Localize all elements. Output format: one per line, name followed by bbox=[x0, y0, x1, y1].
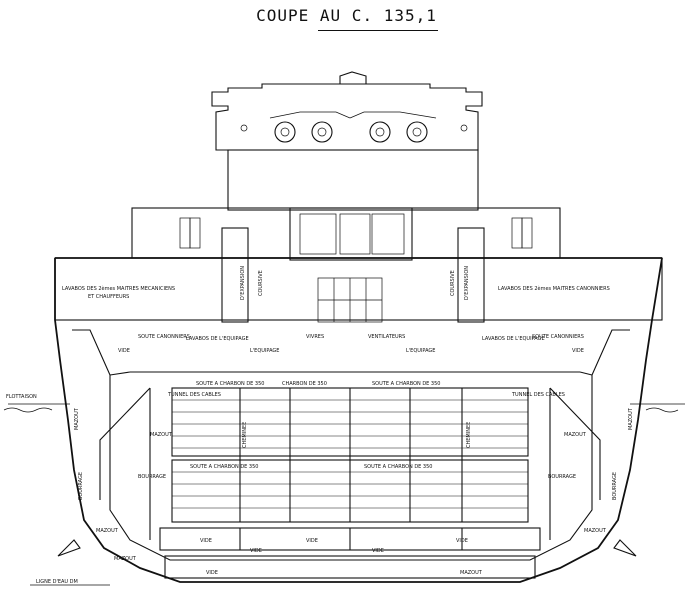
label-vide-upper-right: VIDE bbox=[572, 348, 584, 354]
label-soute-charbon-bottom-right: SOUTE A CHARBON DE 350 bbox=[364, 464, 432, 470]
label-charbon-350-top-mid: CHARBON DE 350 bbox=[282, 381, 327, 387]
label-vide-upper-left: VIDE bbox=[118, 348, 130, 354]
label-cuisine-left: L'EQUIPAGE bbox=[250, 348, 279, 354]
label-mazout-left: MAZOUT bbox=[150, 432, 173, 438]
label-lavabos-equipage-right: LAVABOS DE L'EQUIPAGE bbox=[482, 336, 545, 342]
label-cheminee-right: CHEMINEE bbox=[466, 422, 472, 448]
label-coursive-left: COURSIVE bbox=[258, 270, 264, 296]
bilge-keel-left bbox=[57, 539, 81, 557]
label-cheminee-left: CHEMINEE bbox=[242, 422, 248, 448]
label-lavabos-left: LAVABOS DES 2èmes MAITRES MECANICIENS bbox=[62, 285, 175, 292]
label-mazout-bottom-right: MAZOUT bbox=[584, 528, 607, 534]
label-soute-canonniers-left: SOUTE CANONNIERS bbox=[138, 334, 190, 340]
label-coursive-right: COURSIVE bbox=[450, 270, 456, 296]
label-mazout-keel-left: MAZOUT bbox=[114, 556, 137, 562]
label-soute-canonniers-right: SOUTE CANONNIERS bbox=[532, 334, 584, 340]
label-soute-charbon-bottom-left: SOUTE A CHARBON DE 350 bbox=[190, 464, 258, 470]
label-lavabos-right: LAVABOS DES 2èmes MAITRES CANONNIERS bbox=[498, 285, 610, 292]
label-vide-bottom-right: VIDE bbox=[206, 570, 218, 576]
label-ligne-eau: LIGNE D'EAU DM bbox=[36, 579, 78, 585]
label-bourrage-right: BOURRAGE bbox=[548, 474, 576, 480]
upper-turret bbox=[211, 71, 483, 151]
label-mazout-bottom-left: MAZOUT bbox=[96, 528, 119, 534]
label-cuisine-right: L'EQUIPAGE bbox=[406, 348, 435, 354]
label-mazout-right: MAZOUT bbox=[564, 432, 587, 438]
label-lavabos-equipage-left: LAVABOS DE L'EQUIPAGE bbox=[186, 336, 249, 342]
label-mazout-side-right: MAZOUT bbox=[628, 407, 634, 430]
coal-bunkers bbox=[159, 387, 541, 579]
label-bourrage-side-right: BOURRAGE bbox=[612, 472, 618, 500]
label-flottaison: FLOTTAISON bbox=[6, 394, 37, 400]
label-expansion-right: D'EXPANSION bbox=[464, 266, 470, 300]
flottaison-line bbox=[3, 403, 685, 413]
label-soute-charbon-top: SOUTE A CHARBON DE 350 bbox=[196, 381, 264, 387]
label-mazout-keel-right: MAZOUT bbox=[460, 570, 483, 576]
label-bourrage-left: BOURRAGE bbox=[138, 474, 166, 480]
bilge-keel-right bbox=[613, 539, 637, 557]
label-ventilateurs: VENTILATEURS bbox=[368, 334, 405, 340]
label-tunnel-right: TUNNEL DES CABLES bbox=[511, 392, 565, 398]
label-expansion-left: D'EXPANSION bbox=[240, 266, 246, 300]
label-vide-right: VIDE bbox=[456, 538, 468, 544]
label-vide-left: VIDE bbox=[200, 538, 212, 544]
drawing-title: COUPE AU C. 135,1 bbox=[256, 6, 437, 25]
label-mazout-side-left: MAZOUT bbox=[74, 407, 80, 430]
label-bourrage-side-left: BOURRAGE bbox=[78, 472, 84, 500]
label-lavabos-left-2: ET CHAUFFEURS bbox=[88, 294, 129, 300]
label-vide-bottom-left: VIDE bbox=[250, 548, 262, 554]
label-soute-charbon-top-right: SOUTE A CHARBON DE 350 bbox=[372, 381, 440, 387]
label-vide-mid: VIDE bbox=[306, 538, 318, 544]
title-underline bbox=[318, 30, 438, 31]
label-vivres: VIVRES bbox=[306, 334, 324, 340]
hull bbox=[54, 257, 663, 583]
label-vide-bottom-mid: VIDE bbox=[372, 548, 384, 554]
label-tunnel-left: TUNNEL DES CABLES bbox=[167, 392, 221, 398]
